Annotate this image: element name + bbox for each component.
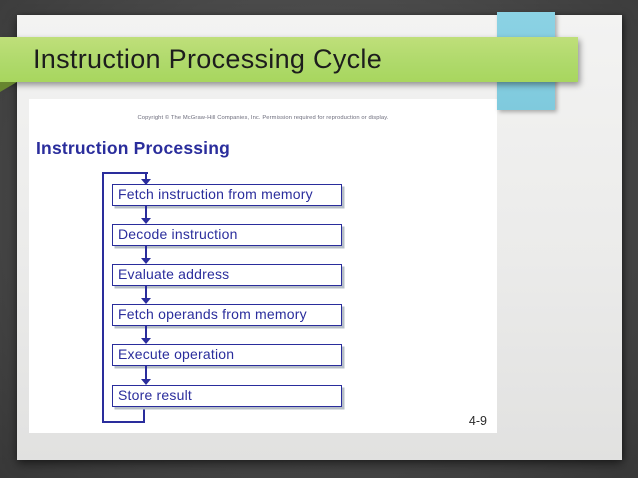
flow-step-evaluate-address: Evaluate address: [112, 264, 342, 286]
flow-step-store-result: Store result: [112, 385, 342, 407]
flowchart: Fetch instruction from memory Decode ins…: [29, 99, 497, 433]
loop-line-left: [102, 172, 104, 423]
slide-title: Instruction Processing Cycle: [33, 44, 383, 74]
flow-step-decode-instruction: Decode instruction: [112, 224, 342, 246]
down-arrow-icon: [141, 246, 151, 264]
flow-step-fetch-instruction: Fetch instruction from memory: [112, 184, 342, 206]
loop-entry-down-arrow-icon: [141, 174, 151, 185]
page-number: 4-9: [468, 414, 487, 428]
flow-step-fetch-operands: Fetch operands from memory: [112, 304, 342, 326]
content-area: Copyright © The McGraw-Hill Companies, I…: [29, 99, 497, 433]
loop-line-top: [102, 172, 148, 174]
down-arrow-icon: [141, 366, 151, 385]
down-arrow-icon: [141, 326, 151, 344]
loop-line-bottom: [102, 421, 145, 423]
copyright-notice: Copyright © The McGraw-Hill Companies, I…: [137, 115, 389, 121]
down-arrow-icon: [141, 206, 151, 224]
banner-fold-icon: [0, 82, 17, 92]
flow-step-execute-operation: Execute operation: [112, 344, 342, 366]
title-banner: Instruction Processing Cycle: [0, 37, 578, 82]
loop-line-right: [143, 407, 145, 423]
content-heading: Instruction Processing: [36, 138, 231, 158]
down-arrow-icon: [141, 286, 151, 304]
